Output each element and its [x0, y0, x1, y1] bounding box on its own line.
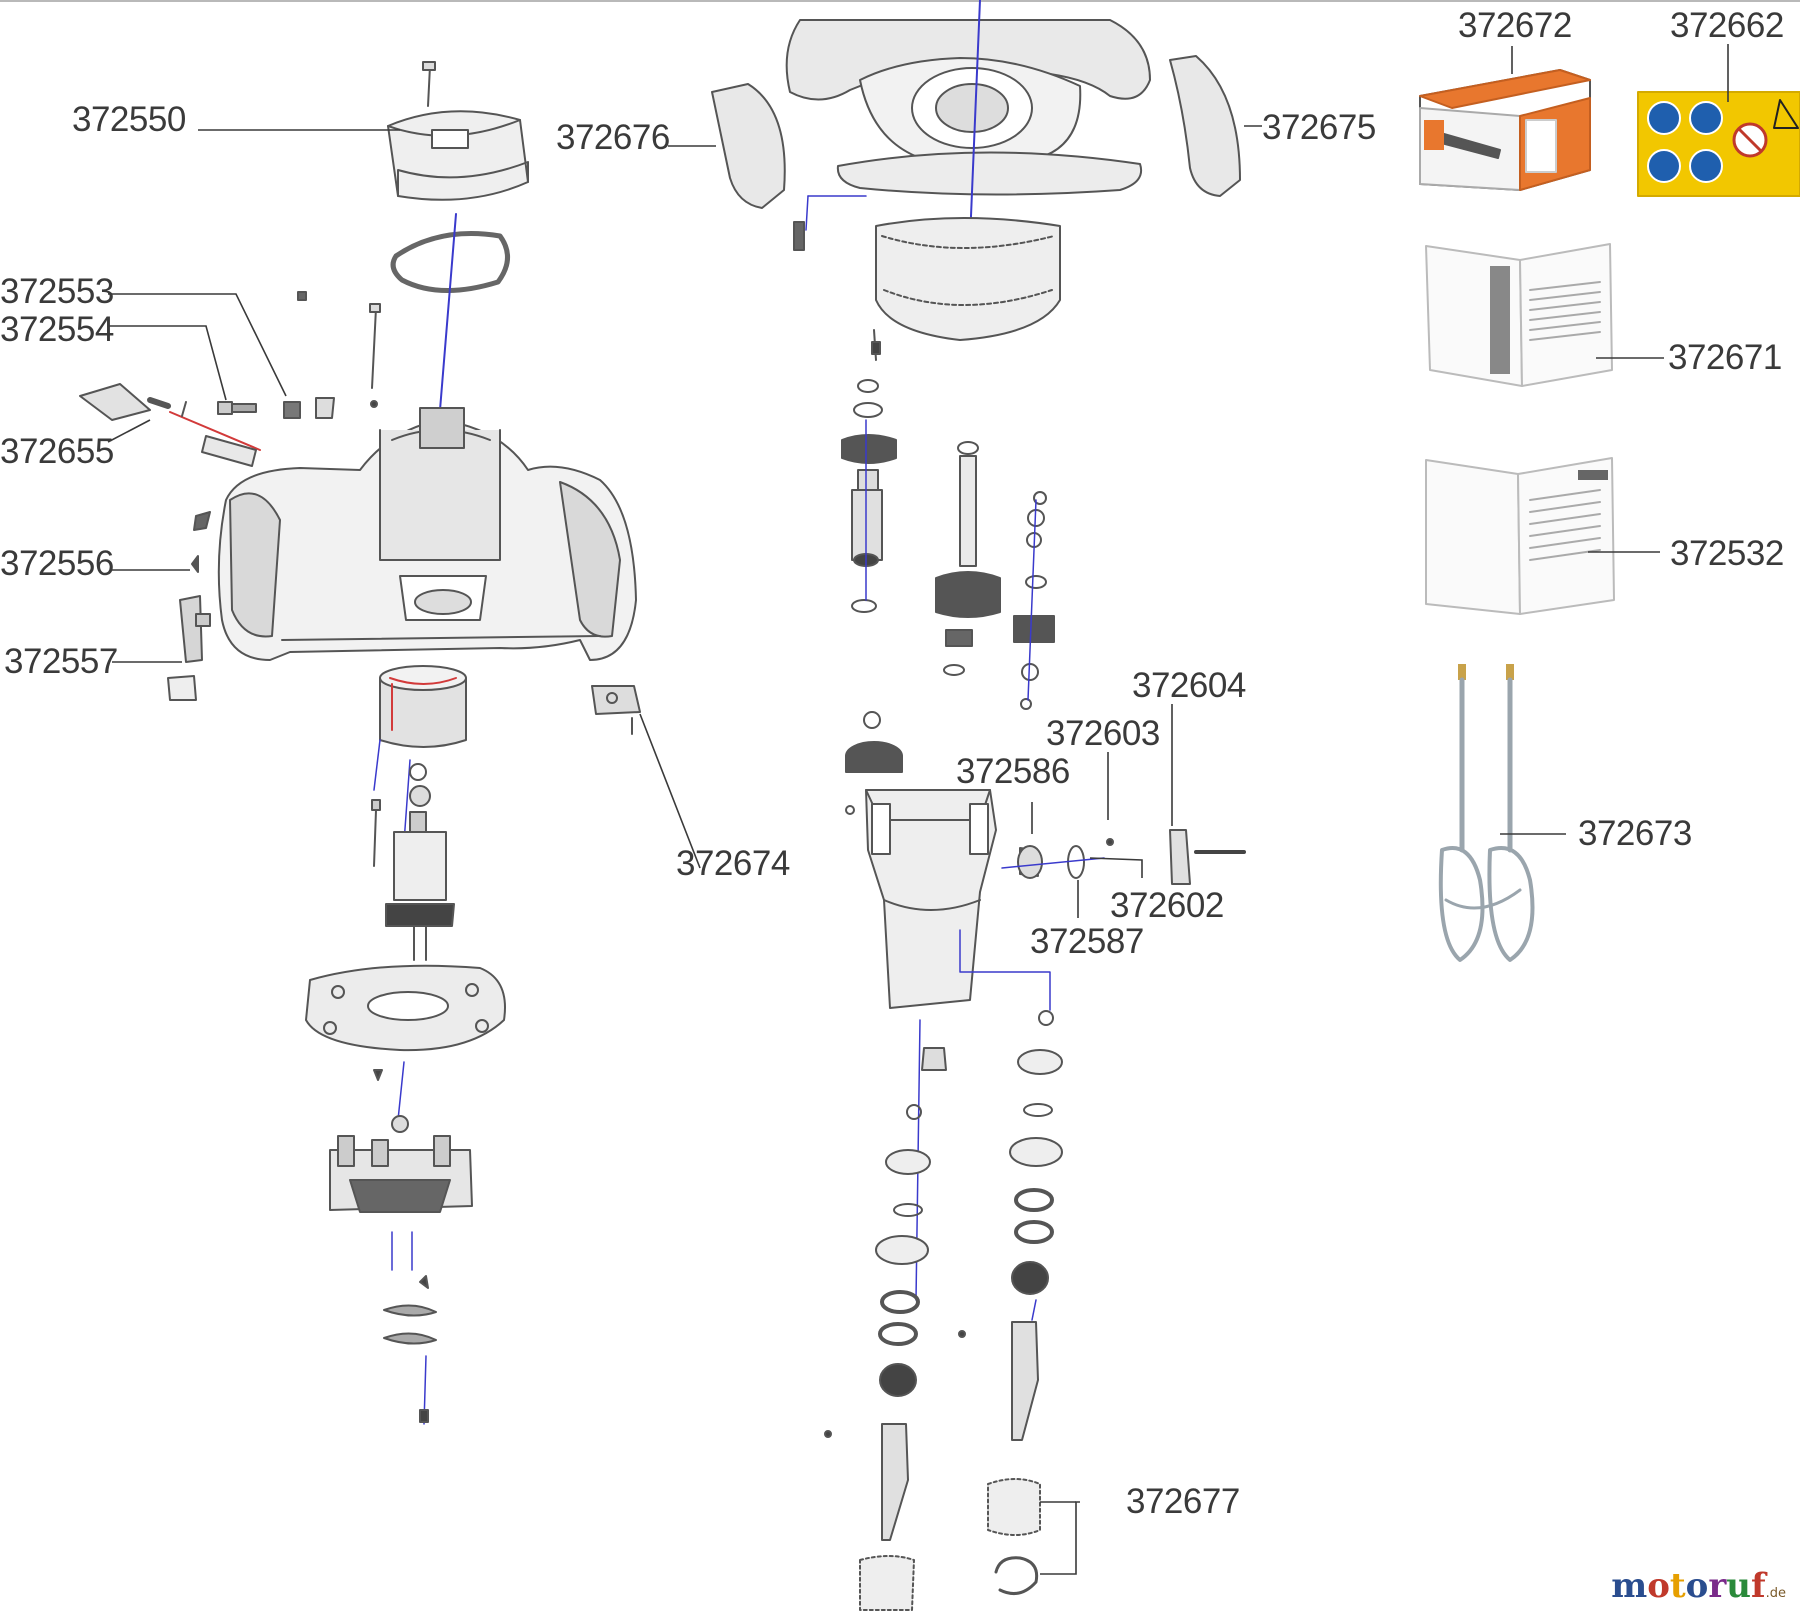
top-border — [0, 0, 1800, 2]
part-label-372671[interactable]: 372671 — [1668, 338, 1782, 377]
side-grip-right-part — [1169, 55, 1241, 197]
part-label-372672[interactable]: 372672 — [1458, 6, 1572, 45]
stirrer-paddles-illustration — [1438, 664, 1535, 962]
motor-plate-part — [305, 964, 506, 1052]
part-label-372673[interactable]: 372673 — [1578, 814, 1692, 853]
part-label-372557[interactable]: 372557 — [4, 642, 118, 681]
part-label-372554[interactable]: 372554 — [0, 310, 114, 349]
watermark-letter: r — [1708, 1566, 1727, 1606]
motoruf-watermark-logo: motoruf.de — [1611, 1569, 1786, 1603]
watermark-letter: m — [1611, 1566, 1648, 1606]
side-grip-left-part — [711, 83, 867, 251]
armature-part — [371, 763, 455, 961]
part-label-372677[interactable]: 372677 — [1126, 1482, 1240, 1521]
carton-box-illustration — [1419, 69, 1591, 191]
spindle-left-stack — [859, 1019, 947, 1611]
lock-button-parts — [167, 511, 211, 701]
pinion-stack — [1013, 491, 1055, 710]
manual-372671-illustration — [1425, 243, 1613, 387]
part-label-372675[interactable]: 372675 — [1262, 108, 1376, 147]
part-label-372602[interactable]: 372602 — [1110, 886, 1224, 925]
small-screws — [297, 291, 381, 408]
gear-housing-part — [871, 217, 1061, 361]
watermark-letter: o — [1685, 1566, 1709, 1606]
brush-parts — [383, 1275, 437, 1425]
watermark-letter: f — [1750, 1566, 1766, 1606]
switch-parts — [217, 397, 335, 419]
manual-372532-illustration — [1425, 457, 1615, 615]
part-label-372603[interactable]: 372603 — [1046, 714, 1160, 753]
gearbox-housing-part — [845, 789, 997, 1009]
part-label-372556[interactable]: 372556 — [0, 544, 114, 583]
part-label-372553[interactable]: 372553 — [0, 272, 114, 311]
part-label-372550[interactable]: 372550 — [72, 100, 186, 139]
output-gear-part — [845, 711, 903, 773]
part-label-372587[interactable]: 372587 — [1030, 922, 1144, 961]
watermark-brand: motoruf — [1611, 1566, 1765, 1606]
watermark-letter: o — [1647, 1566, 1670, 1606]
bracket-part — [591, 685, 641, 735]
part-label-372662[interactable]: 372662 — [1670, 6, 1784, 45]
spindle-right-stack — [824, 929, 1063, 1441]
top-screw — [422, 61, 436, 107]
part-label-372532[interactable]: 372532 — [1670, 534, 1784, 573]
warning-sticker-illustration — [1637, 91, 1800, 197]
side-seal-cluster — [1001, 829, 1246, 885]
stator-part — [379, 665, 467, 748]
handle-frame-part — [785, 0, 1151, 241]
top-cap-part — [387, 110, 529, 201]
watermark-letter: t — [1669, 1566, 1686, 1606]
part-label-372674[interactable]: 372674 — [676, 844, 790, 883]
part-label-372655[interactable]: 372655 — [0, 432, 114, 471]
leader-lines — [107, 44, 1729, 1575]
watermark-letter: u — [1726, 1566, 1751, 1606]
intermediate-shaft — [935, 441, 1001, 676]
spring-ring-parts — [987, 1478, 1041, 1596]
gear-base-part — [329, 1115, 473, 1271]
part-label-372604[interactable]: 372604 — [1132, 666, 1246, 705]
center-gear-shaft — [841, 379, 897, 613]
part-label-372676[interactable]: 372676 — [556, 118, 670, 157]
power-cord-part — [79, 383, 261, 467]
part-label-372586[interactable]: 372586 — [956, 752, 1070, 791]
motor-housing-part — [217, 407, 637, 661]
watermark-suffix: .de — [1765, 1586, 1786, 1601]
